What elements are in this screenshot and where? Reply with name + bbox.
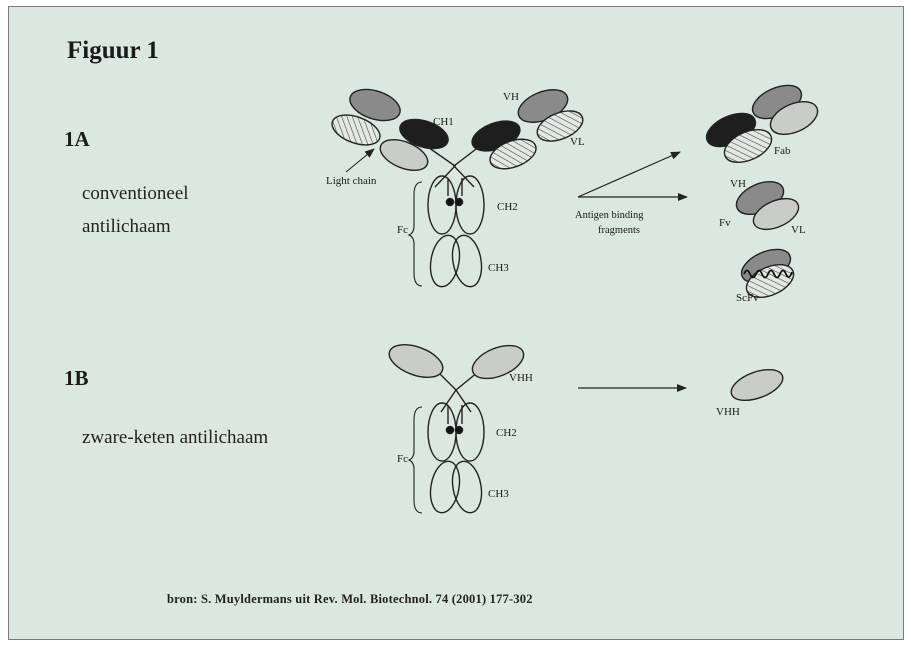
label-scfv: ScFv (736, 292, 759, 304)
label-ch2: CH2 (497, 201, 518, 213)
hinge-line-right (454, 146, 480, 187)
fab-fragment (702, 79, 823, 169)
hinge-line-right-b (456, 372, 478, 412)
fc-bracket-b (409, 407, 422, 513)
disulfide-bond (455, 198, 462, 205)
label-ch3: CH3 (488, 262, 509, 274)
label-fc: Fc (397, 224, 408, 236)
label-vhh-fragment: VHH (716, 406, 740, 418)
vhh-domain-left (385, 338, 447, 383)
label-antigen-binding: Antigen binding (575, 210, 644, 221)
light-chain-arrow (346, 149, 374, 172)
label-fv: Fv (719, 217, 731, 229)
ch3-domain-left (427, 233, 464, 289)
label-vhh: VHH (509, 372, 533, 384)
disulfide-bond (446, 198, 453, 205)
label-fc-b: Fc (397, 453, 408, 465)
label-fab: Fab (774, 145, 791, 157)
label-vl: VL (570, 136, 585, 148)
vhh-fragment (727, 364, 787, 407)
ch3-domain-right-b (449, 459, 486, 515)
label-light-chain: Light chain (326, 175, 377, 187)
label-fragments: fragments (598, 225, 640, 236)
label-ch2-b: CH2 (496, 427, 517, 439)
fc-bracket (409, 182, 422, 286)
label-fv-vh: VH (730, 178, 746, 190)
disulfide-bond (455, 426, 462, 433)
ch3-domain-right (449, 233, 486, 289)
label-fv-vl: VL (791, 224, 806, 236)
arrow-to-fab (578, 152, 680, 197)
label-vh: VH (503, 91, 519, 103)
label-ch3-b: CH3 (488, 488, 509, 500)
hinge-line-left-b (438, 372, 456, 412)
label-ch1: CH1 (433, 116, 454, 128)
ch3-domain-left-b (427, 459, 464, 515)
disulfide-bond (446, 426, 453, 433)
